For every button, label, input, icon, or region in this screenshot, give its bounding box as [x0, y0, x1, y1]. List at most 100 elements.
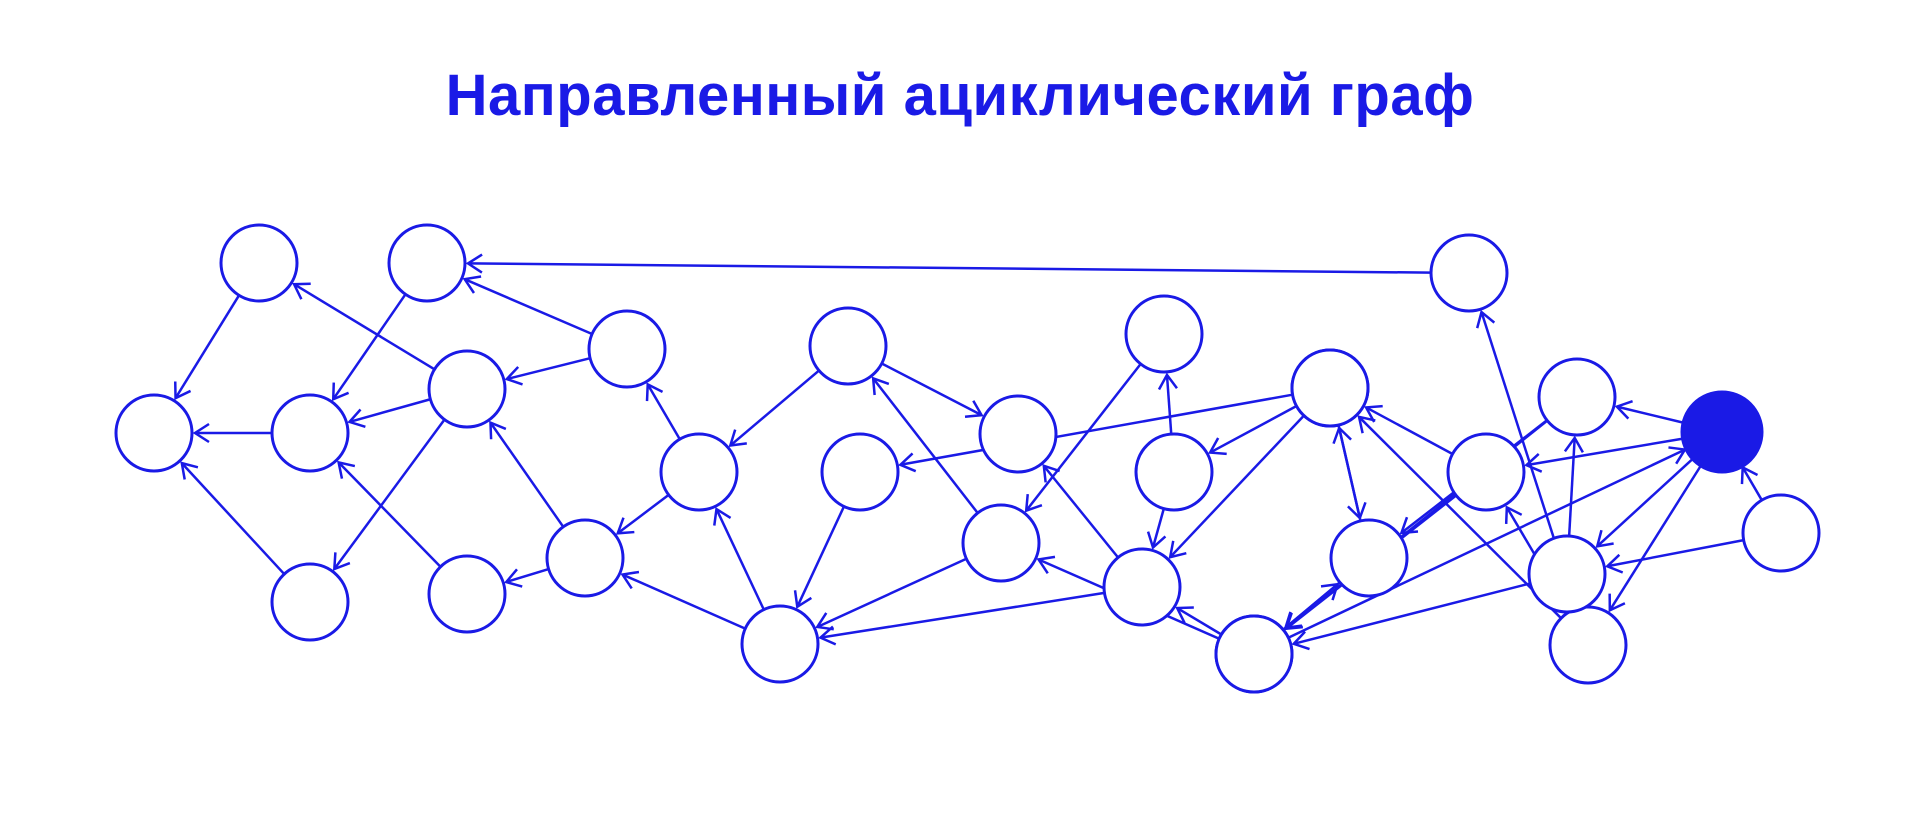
edge-line: [1337, 424, 1362, 519]
edge-arrow: [1175, 606, 1223, 636]
edge-line: [506, 357, 591, 381]
edge-line: [1169, 414, 1305, 559]
edge-arrow: [1291, 582, 1531, 651]
edge-line: [349, 398, 431, 424]
graph-node: [1429, 233, 1509, 313]
edge-arrow: [1608, 465, 1702, 613]
edge-line: [1608, 465, 1702, 611]
graph-node: [587, 309, 667, 389]
edge-line: [180, 462, 286, 575]
edge-line: [796, 505, 846, 608]
arrowhead-icon: [1291, 630, 1310, 651]
edge-layer: [173, 253, 1763, 651]
arrowhead-icon: [462, 275, 482, 294]
arrowhead-icon: [645, 382, 664, 402]
graph-node: [1537, 357, 1617, 437]
arrowhead-icon: [815, 612, 834, 631]
arrowhead-icon: [1399, 516, 1419, 535]
edge-arrow: [337, 460, 442, 568]
edge-arrow: [1605, 538, 1744, 574]
arrowhead-icon: [347, 408, 366, 429]
edge-line: [332, 293, 407, 400]
edge-arrow: [1740, 465, 1763, 501]
graph-node: [978, 394, 1058, 474]
edge-line: [1741, 466, 1763, 501]
edge-arrow: [292, 282, 436, 371]
arrowhead-icon: [1563, 435, 1584, 454]
edge-arrow: [1168, 414, 1305, 559]
edge-arrow: [713, 507, 765, 611]
edge-line: [1293, 582, 1531, 646]
arrowhead-icon: [620, 570, 640, 590]
edge-arrow: [1024, 363, 1142, 513]
arrowhead-icon: [1146, 531, 1167, 550]
arrowhead-icon: [1175, 606, 1194, 624]
arrowhead-icon: [1605, 553, 1624, 574]
edge-line: [616, 493, 670, 535]
edge-line: [333, 418, 446, 570]
edge-line: [1607, 538, 1744, 568]
edge-arrow: [1524, 437, 1685, 473]
arrowhead-icon: [337, 460, 356, 479]
arrowhead-icon: [615, 517, 635, 535]
graph-node: [1124, 294, 1204, 374]
arrowhead-icon: [1347, 501, 1367, 521]
graph-node: [1527, 534, 1607, 614]
edge-line: [467, 262, 1432, 274]
graph-node: [1134, 432, 1214, 512]
edge-line: [820, 591, 1105, 639]
edge-arrow: [620, 570, 746, 630]
graph-node: [740, 604, 820, 684]
arrowhead-icon: [1524, 453, 1543, 473]
arrowhead-icon: [1284, 612, 1303, 630]
graph-node: [1548, 605, 1628, 685]
edge-arrow: [173, 294, 241, 401]
edge-line: [715, 508, 765, 611]
edge-line: [489, 421, 565, 528]
edge-line: [1596, 458, 1694, 548]
edge-line: [816, 557, 967, 629]
arrowhead-icon: [793, 590, 813, 609]
edge-arrow: [192, 422, 272, 444]
graph-node: [427, 554, 507, 634]
edge-line: [1025, 363, 1142, 512]
edge-line: [464, 278, 593, 336]
graph-node: [1214, 614, 1294, 694]
arrowhead-icon: [964, 400, 984, 418]
edge-arrow: [1208, 404, 1298, 456]
arrowhead-icon: [1024, 493, 1043, 513]
edge-line: [881, 362, 983, 417]
edge-arrow: [504, 357, 591, 386]
edge-line: [505, 567, 550, 584]
edge-arrow: [615, 493, 670, 535]
arrowhead-icon: [1208, 437, 1227, 456]
arrowhead-icon: [331, 382, 350, 402]
arrowhead-icon: [1357, 415, 1376, 434]
arrowhead-icon: [1320, 582, 1340, 601]
arrowhead-icon: [332, 552, 351, 571]
edge-line: [1176, 606, 1223, 636]
arrowhead-icon: [871, 376, 890, 396]
edge-arrow: [504, 567, 550, 588]
edge-line: [1567, 437, 1576, 537]
graph-node: [270, 393, 350, 473]
arrowhead-icon: [1036, 555, 1056, 575]
edge-arrow: [881, 362, 984, 418]
graph-node: [1329, 518, 1409, 598]
arrowhead-icon: [1608, 593, 1626, 613]
edge-line: [1209, 404, 1298, 454]
arrowhead-icon: [192, 422, 210, 444]
arrowhead-icon: [713, 507, 732, 526]
edge-line: [646, 383, 681, 440]
graph-node: [1290, 348, 1370, 428]
graph-node: [1741, 493, 1821, 573]
graph-node: [961, 503, 1041, 583]
graph-node: [387, 223, 467, 303]
edge-line: [1616, 405, 1684, 424]
edge-arrow: [1595, 458, 1694, 548]
node-layer: [114, 223, 1821, 694]
edge-arrow: [332, 418, 446, 571]
edge-arrow: [331, 293, 407, 402]
edge-arrow: [793, 505, 846, 609]
edge-line: [1151, 508, 1166, 548]
